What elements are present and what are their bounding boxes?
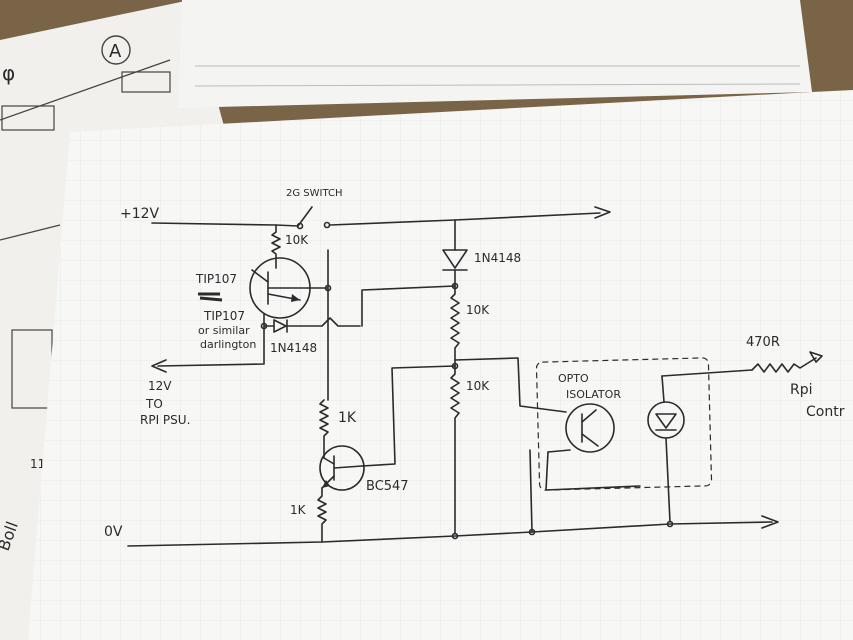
small-mark: 11 bbox=[30, 457, 45, 471]
corner-letter: φ bbox=[2, 61, 15, 85]
resistor-1k-bottom bbox=[317, 487, 327, 543]
output-wiring bbox=[151, 313, 361, 373]
bc547-transistor bbox=[319, 365, 456, 491]
output-label-3: RPI PSU. bbox=[140, 413, 190, 427]
opto-input-wire bbox=[454, 357, 567, 413]
pi-label-2: Contr bbox=[806, 404, 845, 420]
resistor-10k-mid bbox=[450, 285, 460, 367]
switch-label: 2G SWITCH bbox=[286, 188, 343, 199]
circle-a-mark bbox=[101, 35, 131, 65]
ground-rail bbox=[127, 515, 779, 547]
scribble-mark bbox=[198, 292, 223, 302]
transistor-label: TIP107 bbox=[203, 309, 245, 323]
opto-led bbox=[647, 369, 753, 523]
supply-label: +12V bbox=[120, 206, 160, 222]
tip107-transistor bbox=[249, 257, 329, 319]
r-pi-label: 470R bbox=[746, 335, 780, 350]
resistor-10k-top bbox=[271, 224, 281, 269]
background-sheet-top bbox=[178, 0, 812, 108]
r-low-label: 10K bbox=[466, 379, 490, 393]
r-base-label: 1K bbox=[338, 410, 357, 426]
resistor-1k-base bbox=[319, 399, 329, 459]
resistor-10k-low bbox=[450, 362, 460, 535]
r-diode-label: 1N4148 bbox=[474, 251, 521, 265]
transistor-note-2: darlington bbox=[200, 338, 256, 351]
grid-paper bbox=[28, 90, 853, 640]
output-label-1: 12V bbox=[148, 379, 172, 393]
bc-label: BC547 bbox=[366, 479, 409, 494]
scribble-label: TIP107 bbox=[195, 272, 237, 286]
diode-label: 1N4148 bbox=[270, 341, 317, 355]
ground-label: 0V bbox=[104, 524, 123, 540]
output-label-2: TO bbox=[145, 397, 163, 411]
circuit: +12V 2G SWITCH 10K TIP107 TIP107 or simi… bbox=[104, 188, 845, 547]
transistor-note-1: or similar bbox=[198, 324, 250, 337]
r-top-left-label: 10K bbox=[285, 233, 309, 247]
opto-label-2: ISOLATOR bbox=[566, 388, 621, 401]
opto-isolator-box bbox=[535, 357, 713, 491]
opto-transistor bbox=[529, 403, 641, 533]
r-mid-label: 10K bbox=[466, 303, 490, 317]
diode-right bbox=[442, 219, 468, 287]
r-bottom-label: 1K bbox=[290, 503, 307, 517]
pi-label-1: Rpi bbox=[790, 382, 813, 398]
opto-label-1: OPTO bbox=[558, 372, 589, 385]
resistor-470r bbox=[751, 351, 823, 373]
circle-letter: A bbox=[109, 41, 122, 62]
